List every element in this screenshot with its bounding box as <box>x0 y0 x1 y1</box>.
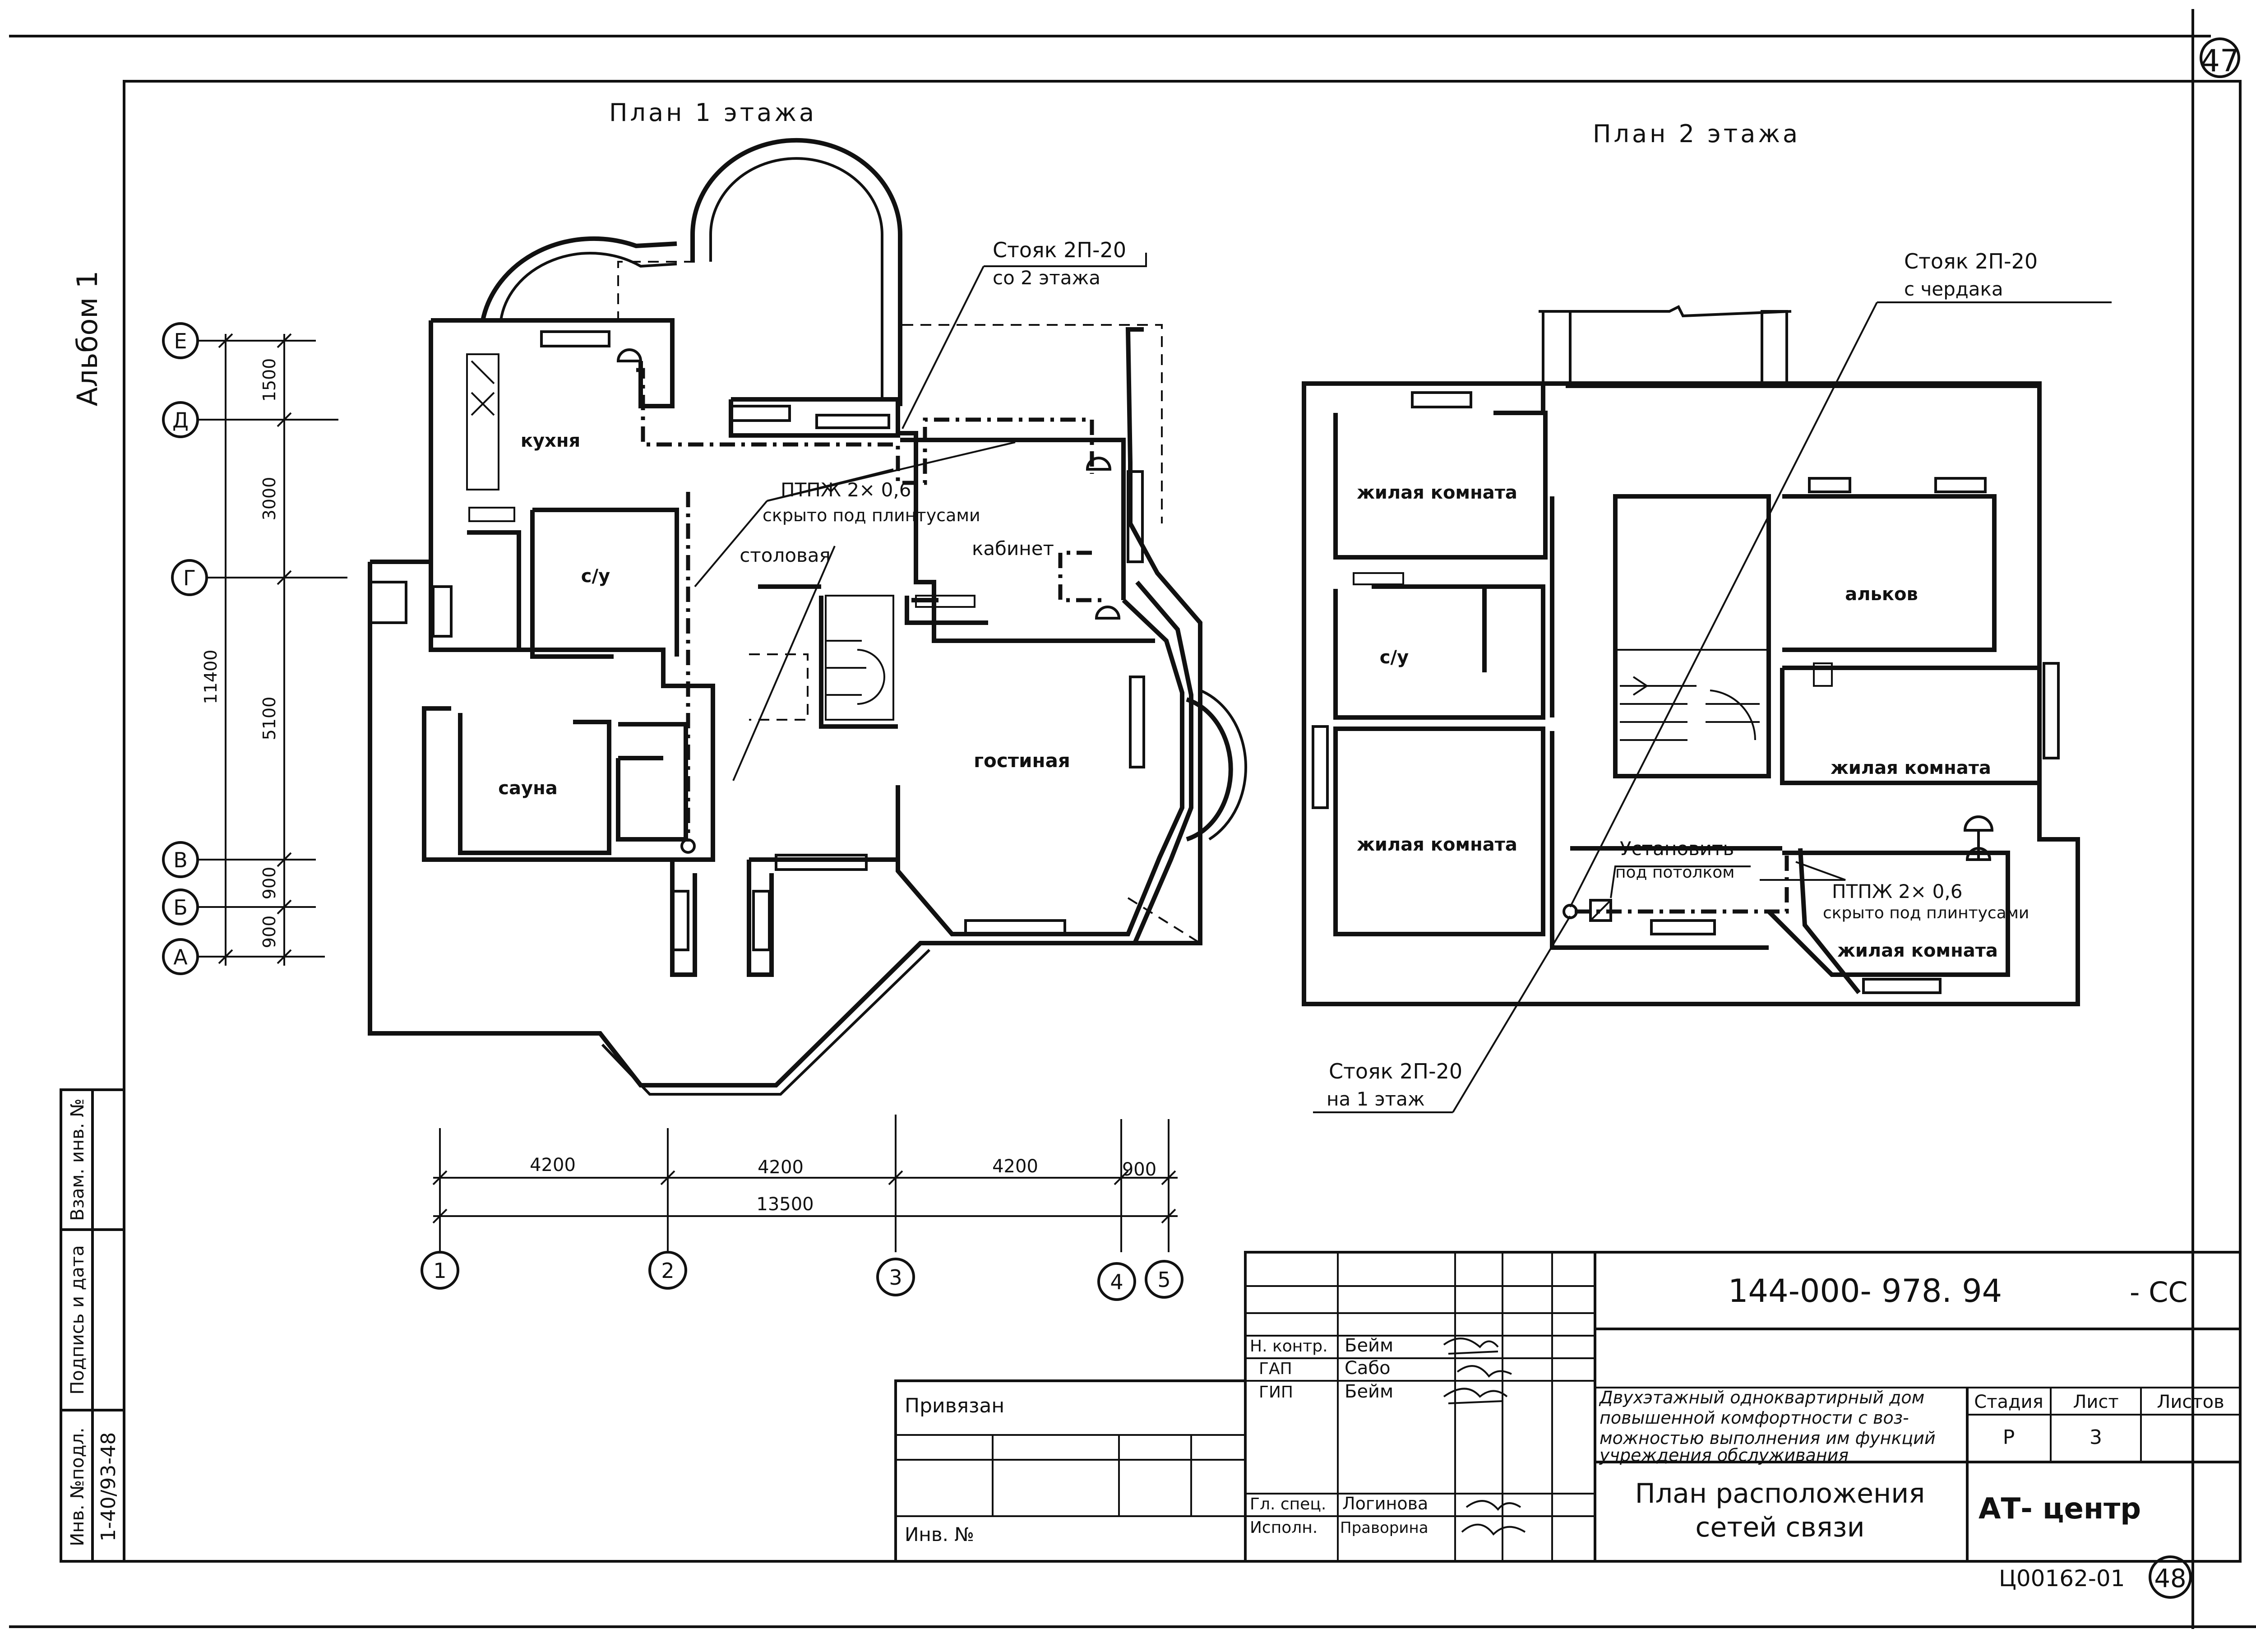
side-stamp-inv-value: 1-40/93-48 <box>97 1432 120 1542</box>
axis-col-label: 2 <box>661 1259 674 1283</box>
role-ispoln: Исполн. <box>1250 1518 1318 1537</box>
axis-row-label: А <box>173 945 188 969</box>
project-desc-line: можностью выполнения им функций <box>1600 1428 1936 1448</box>
room-alcove: альков <box>1845 584 1918 605</box>
bound-label: Привязан <box>905 1394 1004 1417</box>
room-dining: столовая <box>740 544 831 566</box>
doc-suffix: - СС <box>2130 1276 2188 1309</box>
project-desc-line: повышенной комфортности с воз- <box>1600 1408 1909 1428</box>
plan2-riser-bottom-note: на 1 этаж <box>1327 1088 1425 1110</box>
name-n-kontr: Бейм <box>1345 1335 1393 1356</box>
name-ispoln: Праворина <box>1340 1519 1428 1537</box>
plan2-leaders <box>1313 301 2112 1113</box>
plan1-cable-label: ПТПЖ 2× 0,6 <box>781 479 911 501</box>
plan2-riser-top-label: Стояк 2П-20 <box>1904 249 2038 273</box>
room-living-se: жилая комната <box>1837 940 1998 961</box>
stage-value: Р <box>2003 1426 2015 1449</box>
room-living-e: жилая комната <box>1831 758 1991 778</box>
plan1-windows <box>432 330 1145 951</box>
row-dim: 900 <box>259 867 279 900</box>
sheets-header: Листов <box>2157 1392 2224 1412</box>
kitchen-appliances <box>466 353 499 491</box>
col-dim: 4200 <box>992 1156 1038 1177</box>
role-gip: ГИП <box>1259 1383 1293 1402</box>
room-living-nw: жилая комната <box>1357 482 1517 503</box>
row-total: 11400 <box>201 650 221 704</box>
page-number-bottom-text: 48 <box>2154 1564 2186 1593</box>
axis-col-label: 5 <box>1157 1268 1170 1292</box>
axis-row-label: Е <box>174 329 187 353</box>
role-gl-spec: Гл. спец. <box>1250 1495 1326 1513</box>
side-stamp-inv-original: Инв. №подл. <box>67 1427 88 1546</box>
page-number-top-text: 47 <box>2201 43 2240 79</box>
title-block-grid <box>894 1251 2242 1563</box>
plan2-riser-bottom-label: Стояк 2П-20 <box>1329 1059 1462 1083</box>
axis-col-label: 3 <box>889 1265 902 1290</box>
plan2-stair <box>1614 649 1770 777</box>
role-n-kontr: Н. контр. <box>1250 1337 1328 1356</box>
col-dim: 900 <box>1122 1159 1156 1180</box>
plan2-install-note: под потолком <box>1615 863 1734 882</box>
name-gap: Сабо <box>1345 1358 1391 1379</box>
room-study: кабинет <box>972 537 1054 560</box>
plan2-cable-note: скрыто под плинтусами <box>1823 904 2029 922</box>
copy-code: Ц00162-01 <box>1999 1565 2125 1592</box>
row-dim: 1500 <box>259 358 279 402</box>
page-number-bottom: 48 <box>2149 1555 2192 1599</box>
organization: АТ- центр <box>1979 1492 2141 1526</box>
signatures <box>1443 1337 1526 1536</box>
doc-code: 144-000- 978. 94 <box>1728 1273 2002 1310</box>
album-label: Альбом 1 <box>71 271 104 407</box>
axis-row-label: Г <box>183 566 196 590</box>
page-number-top: 47 <box>2200 37 2240 79</box>
drawing-title-line2: сетей связи <box>1695 1512 1864 1543</box>
plan2-title: План 2 этажа <box>1593 120 1800 148</box>
plan1-title: План 1 этажа <box>609 98 817 127</box>
drawing-title-line1: План расположения <box>1635 1478 1925 1509</box>
stage-header: Стадия <box>1974 1392 2043 1412</box>
sheet-header: Лист <box>2073 1392 2118 1412</box>
room-wc-1: с/у <box>581 566 610 587</box>
row-dim: 5100 <box>259 697 279 740</box>
row-dim: 900 <box>259 916 279 949</box>
side-stamp-sign-date: Подпись и дата <box>67 1245 88 1394</box>
plan2-windows <box>1312 391 2060 994</box>
inv-label: Инв. № <box>905 1523 974 1546</box>
axis-row-label: Б <box>173 895 188 920</box>
axis-row-label: Д <box>172 408 189 432</box>
project-desc-line: учреждения обслуживания <box>1599 1445 1849 1465</box>
plan1-cable-note: скрыто под плинтусами <box>763 505 980 525</box>
plan2-riser-top-note: с чердака <box>1904 278 2003 300</box>
name-gip: Бейм <box>1345 1381 1393 1402</box>
axis-row-label: В <box>173 848 188 872</box>
col-total: 13500 <box>756 1194 814 1215</box>
room-sauna: сауна <box>498 778 557 799</box>
side-stamp-replace-inv: Взам. инв. № <box>67 1098 88 1221</box>
room-living-sw: жилая комната <box>1357 834 1517 855</box>
room-wc-2: с/у <box>1380 647 1409 668</box>
room-living: гостиная <box>974 750 1070 772</box>
plan2-cable-label: ПТПЖ 2× 0,6 <box>1832 880 1962 902</box>
plan1-leaders <box>694 253 1147 781</box>
plan1-cable-route <box>636 368 1105 854</box>
plan1-sockets <box>616 348 1121 620</box>
col-dim: 4200 <box>758 1157 804 1178</box>
side-stamp <box>60 1088 125 1563</box>
plan1-column-axes <box>421 1115 1183 1301</box>
row-dim: 3000 <box>259 477 279 521</box>
plan1-riser-label: Стояк 2П-20 <box>993 238 1126 262</box>
axis-col-label: 4 <box>1110 1270 1123 1294</box>
role-gap: ГАП <box>1259 1360 1292 1378</box>
plan1-row-axes <box>162 322 347 975</box>
axis-col-label: 1 <box>433 1259 446 1283</box>
project-desc-line: Двухэтажный одноквартирный дом <box>1599 1388 1924 1407</box>
plan2-install-label: Установить <box>1620 838 1734 860</box>
sheet-value: 3 <box>2090 1426 2102 1449</box>
name-gl-spec: Логинова <box>1342 1494 1428 1513</box>
room-kitchen: кухня <box>521 430 580 451</box>
plan1-riser-note: со 2 этажа <box>993 267 1100 289</box>
col-dim: 4200 <box>530 1155 576 1175</box>
